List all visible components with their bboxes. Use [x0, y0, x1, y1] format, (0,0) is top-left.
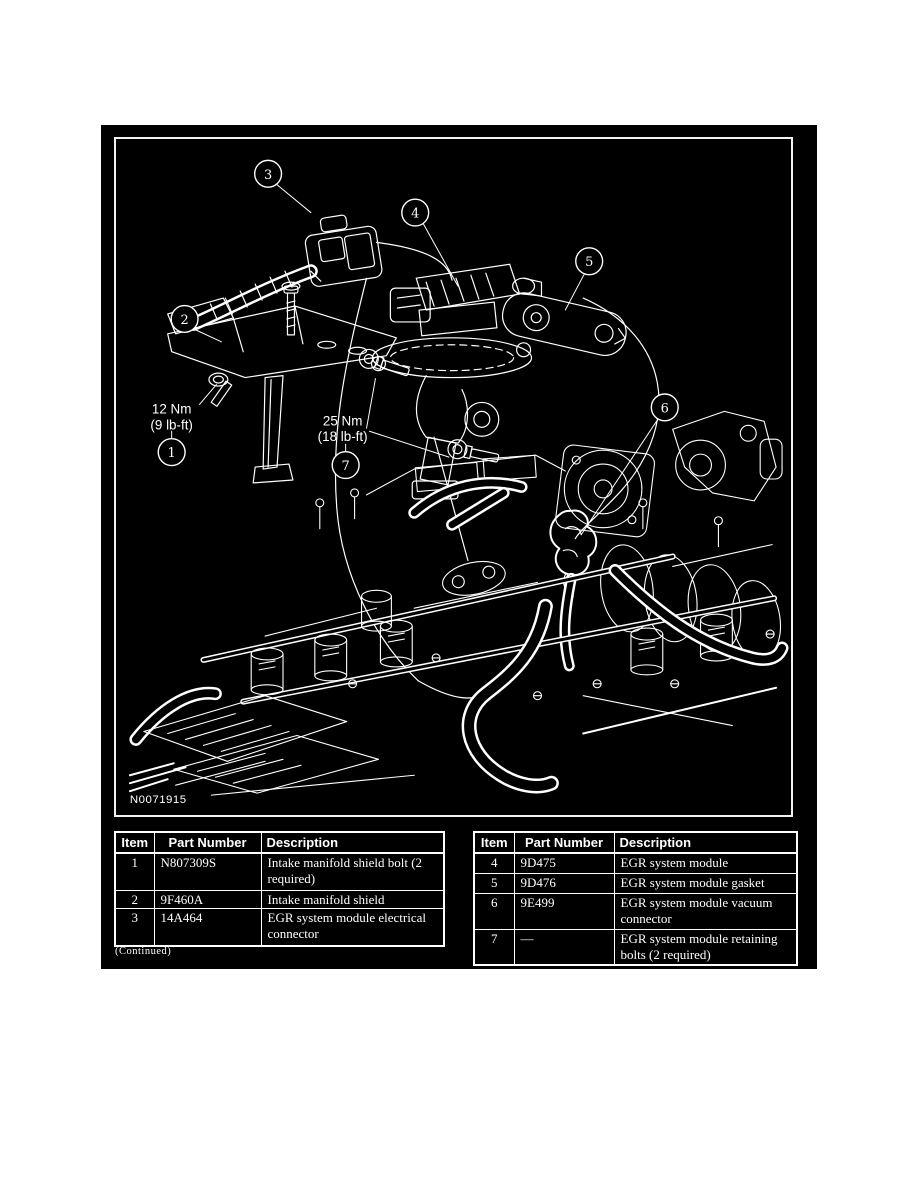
throttle-body: [555, 444, 655, 538]
hex-bolt: [670, 679, 680, 689]
svg-text:5: 5: [585, 255, 593, 270]
description-cell: EGR system module retaining bolts (2 req…: [613, 928, 798, 966]
callout-1: 1: [157, 438, 186, 467]
part-number-cell: —: [513, 928, 615, 966]
table-row: 5 9D476 EGR system module gasket: [473, 872, 798, 894]
table-row: 1 N807309S Intake manifold shield bolt (…: [114, 852, 445, 891]
item-cell: 3: [114, 907, 155, 947]
diagram-frame: 12 Nm (9 lb-ft) 25 Nm (18 lb-ft) 3 4: [114, 137, 793, 817]
stud-bolt: [713, 516, 723, 548]
description-cell: EGR system module electrical connector: [260, 907, 445, 947]
egr-exploded-diagram: 12 Nm (9 lb-ft) 25 Nm (18 lb-ft) 3 4: [128, 159, 789, 806]
hex-bolt: [592, 679, 602, 689]
svg-text:1: 1: [168, 446, 176, 461]
description-cell: Intake manifold shield: [260, 889, 445, 909]
stud-bolt: [315, 498, 325, 530]
callout-4: 4: [401, 198, 430, 227]
stud-bolt: [638, 498, 648, 530]
svg-text:(18 lb-ft): (18 lb-ft): [318, 429, 368, 444]
install-axis-line: [433, 436, 469, 562]
item-cell: 7: [473, 928, 515, 966]
svg-text:(9 lb-ft): (9 lb-ft): [150, 417, 192, 432]
shield-bolt-vertical: [281, 281, 301, 336]
ignition-coil: [250, 647, 284, 696]
table-row: 4 9D475 EGR system module: [473, 852, 798, 874]
svg-text:4: 4: [411, 207, 419, 222]
svg-text:3: 3: [264, 168, 272, 183]
item-cell: 5: [473, 872, 515, 894]
stud-bolt: [350, 488, 360, 520]
description-cell: EGR system module vacuum connector: [613, 892, 798, 930]
description-cell: Intake manifold shield bolt (2 required): [260, 852, 445, 891]
parts-table-right: Item Part Number Description 4 9D475 EGR…: [473, 831, 798, 966]
callout-5: 5: [575, 247, 604, 276]
item-cell: 6: [473, 892, 515, 930]
column-header-description: Description: [260, 831, 445, 854]
callout-3: 3: [253, 159, 283, 188]
figure-panel: 12 Nm (9 lb-ft) 25 Nm (18 lb-ft) 3 4: [101, 125, 817, 969]
table-row: 7 — EGR system module retaining bolts (2…: [473, 928, 798, 966]
item-cell: 1: [114, 852, 155, 891]
hex-bolt: [765, 629, 775, 639]
connector-wire: [375, 241, 453, 281]
svg-text:6: 6: [661, 401, 669, 416]
leader-lines: [171, 184, 659, 536]
svg-text:25 Nm: 25 Nm: [323, 413, 363, 428]
table-continued-note: (Continued): [115, 946, 172, 957]
description-cell: EGR system module gasket: [613, 872, 798, 894]
figure-code: N0071915: [130, 794, 187, 806]
hex-bolt: [348, 679, 358, 689]
column-header-part-number: Part Number: [513, 831, 615, 854]
engine-assembly: [128, 410, 789, 796]
egr-electrical-connector: [186, 214, 383, 331]
description-cell: EGR system module: [613, 852, 798, 874]
shield-bolt-lower: [208, 372, 233, 407]
item-cell: 2: [114, 889, 155, 909]
harness-branch: [417, 680, 481, 699]
callout-7: 7: [331, 450, 360, 480]
egr-module-gasket: [501, 292, 627, 356]
table-row: 2 9F460A Intake manifold shield: [114, 889, 445, 909]
valve-cover: [143, 695, 379, 794]
torque-label-25nm: 25 Nm (18 lb-ft): [318, 413, 368, 444]
intake-manifold-shield: [167, 297, 397, 484]
part-number-cell: 9E499: [513, 892, 615, 930]
ignition-coil: [630, 627, 664, 676]
svg-text:7: 7: [342, 459, 350, 474]
hex-bolt: [431, 653, 441, 663]
column-header-item: Item: [473, 831, 515, 854]
part-number-cell: 9D475: [513, 852, 615, 874]
column-header-description: Description: [613, 831, 798, 854]
table-row: 6 9E499 EGR system module vacuum connect…: [473, 892, 798, 930]
accessory-bracket: [672, 410, 783, 502]
item-cell: 4: [473, 852, 515, 874]
part-number-cell: 14A464: [153, 907, 262, 947]
table-row: 3 14A464 EGR system module electrical co…: [114, 907, 445, 947]
svg-text:2: 2: [180, 313, 188, 328]
hex-bolt: [532, 691, 543, 701]
oil-filler-cap: [360, 589, 392, 632]
column-header-part-number: Part Number: [153, 831, 262, 854]
svg-text:12 Nm: 12 Nm: [152, 401, 192, 416]
part-number-cell: 9D476: [513, 872, 615, 894]
ignition-coil: [379, 619, 413, 668]
callout-6: 6: [650, 393, 679, 422]
egr-system-module: [370, 263, 543, 500]
egr-retaining-bolt-upper: [358, 348, 410, 377]
ignition-coil: [314, 633, 348, 682]
part-number-cell: N807309S: [153, 852, 262, 891]
torque-label-12nm: 12 Nm (9 lb-ft): [150, 401, 192, 432]
egr-mount-flange: [442, 560, 506, 596]
part-number-cell: 9F460A: [153, 889, 262, 909]
column-header-item: Item: [114, 831, 155, 854]
parts-table-left: Item Part Number Description 1 N807309S …: [114, 831, 445, 947]
callout-2: 2: [170, 304, 199, 334]
